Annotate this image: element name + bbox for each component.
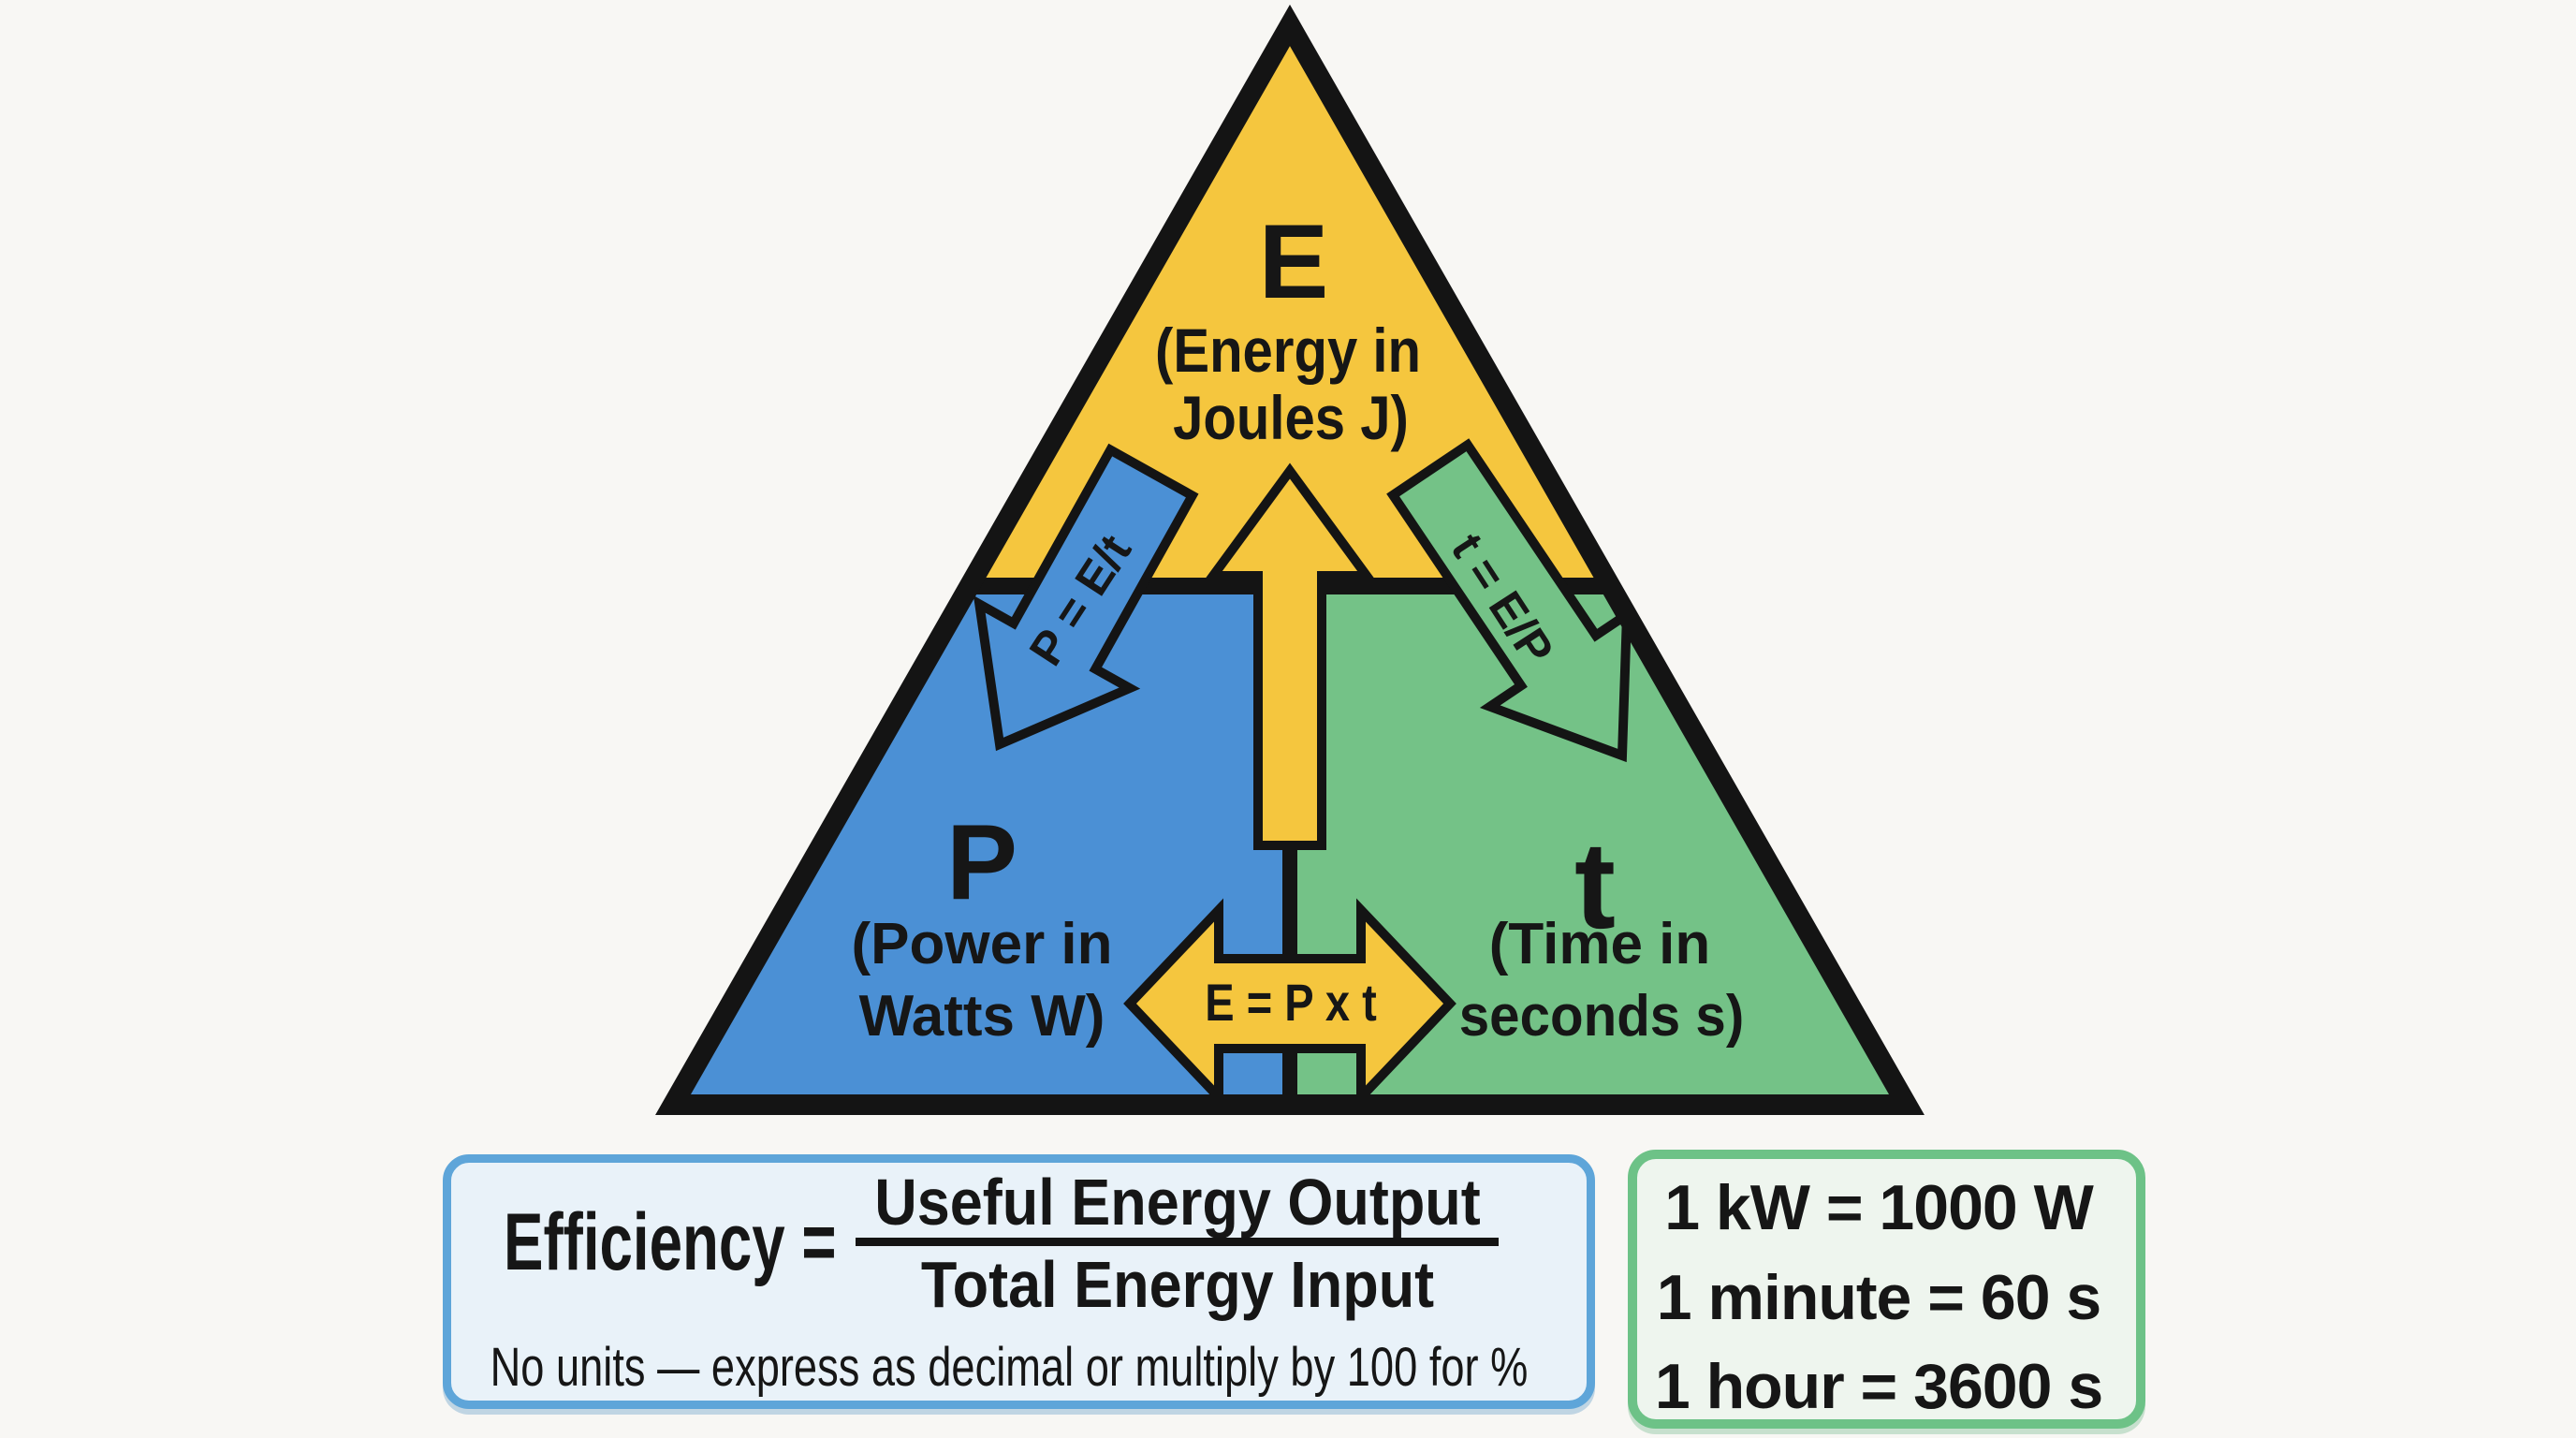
triangle-outline	[655, 4, 1925, 1115]
conversions-box	[1628, 1150, 2145, 1429]
power-label-line2: Watts W)	[858, 984, 1105, 1049]
efficiency-lhs: Efficiency =	[504, 1197, 837, 1287]
power-section-shape	[673, 592, 1290, 1105]
power-label-line1: (Power in	[851, 912, 1113, 976]
time-arrow	[1386, 438, 1632, 763]
efficiency-box	[443, 1154, 1595, 1409]
energy-section-shape	[968, 25, 1612, 592]
horizontal-double-arrow	[1123, 898, 1456, 1109]
efficiency-note: No units — express as decimal or multipl…	[490, 1337, 1529, 1398]
conversion-line-kw: 1 kW = 1000 W	[1664, 1172, 2094, 1243]
power-symbol: P	[945, 803, 1018, 922]
time-symbol: t	[1574, 816, 1616, 954]
energy-label-line2: Joules J)	[1173, 383, 1409, 452]
time-label-line1: (Time in	[1488, 912, 1711, 976]
conversion-line-minute: 1 minute = 60 s	[1656, 1262, 2101, 1333]
conversion-line-hour: 1 hour = 3600 s	[1654, 1351, 2103, 1422]
efficiency-denominator: Total Energy Input	[920, 1248, 1435, 1321]
up-arrow	[1204, 462, 1376, 850]
fraction-bar	[856, 1238, 1499, 1246]
efficiency-numerator: Useful Energy Output	[874, 1166, 1481, 1239]
energy-arrow-label: E = P x t	[1205, 973, 1377, 1032]
energy-symbol: E	[1258, 203, 1329, 320]
time-label-line2: seconds s)	[1458, 984, 1745, 1049]
power-arrow	[973, 443, 1199, 752]
energy-label-line1: (Energy in	[1155, 315, 1421, 385]
time-section-shape	[1290, 592, 1907, 1105]
